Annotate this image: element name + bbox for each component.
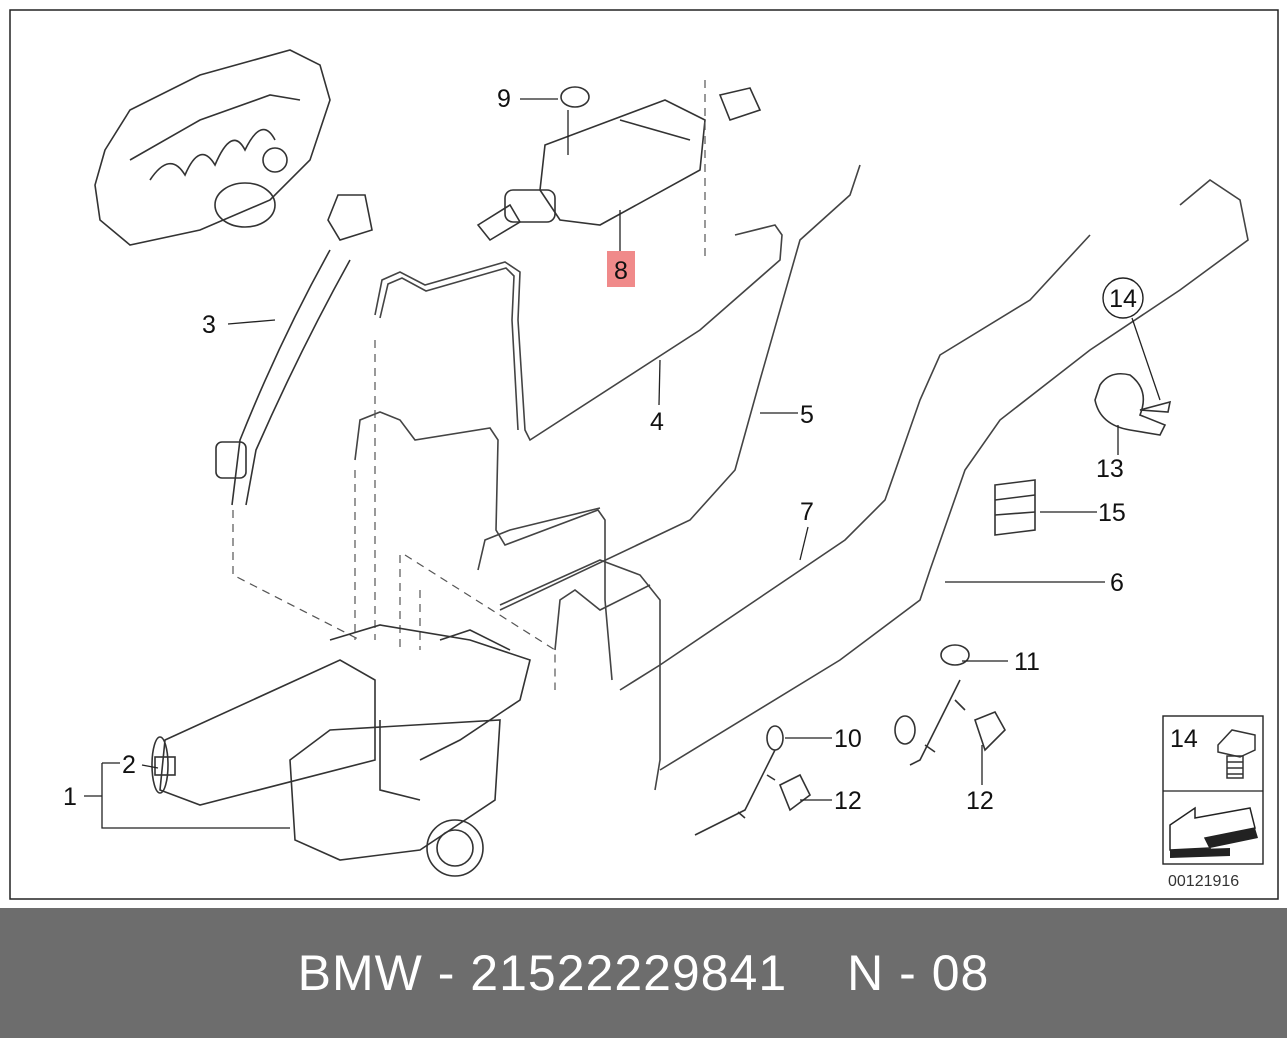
parts-diagram: 9 8 3 4 5 7 6 15 13 14 11 10 12 12 2 1 1…: [9, 9, 1279, 900]
highlighted-part-marker: [607, 251, 635, 287]
callout-14: 14: [1109, 285, 1137, 313]
callout-15: 15: [1098, 499, 1126, 527]
diagram-drawing: 9 8 3 4 5 7 6 15 13 14 11 10 12 12 2 1 1…: [9, 9, 1279, 900]
pipe-clip-drawing: [1094, 372, 1172, 436]
callout-8: 8: [614, 257, 628, 285]
callout-labels: 9 8 3 4 5 7 6 15 13 14 11 10 12 12 2 1: [63, 85, 1144, 815]
line-holder-drawing: [994, 479, 1036, 536]
callout-2: 2: [122, 751, 136, 779]
inset-box: 14 00121916: [1162, 715, 1264, 890]
hydraulic-unit-drawing: [151, 624, 531, 877]
callout-11: 11: [1014, 648, 1040, 676]
leader-lines-dashed: [232, 80, 706, 690]
brake-lines-drawing: [354, 164, 1249, 791]
callout-14-circle: [1102, 277, 1144, 319]
callout-4: 4: [650, 408, 664, 436]
callout-6: 6: [1110, 569, 1124, 597]
callout-3: 3: [202, 311, 216, 339]
hose-drawing: [215, 194, 373, 506]
arrow-icon: [1169, 806, 1258, 858]
callout-9: 9: [497, 85, 511, 113]
footer-position: N - 08: [847, 945, 990, 1001]
callout-12-right: 12: [966, 787, 994, 815]
clutch-slave-cylinder-drawing: [476, 86, 762, 242]
callout-5: 5: [800, 401, 814, 429]
callout-7: 7: [800, 498, 814, 526]
callout-10: 10: [834, 725, 862, 753]
engine-cover-drawing: [94, 49, 331, 246]
callout-13: 13: [1096, 455, 1124, 483]
callout-1: 1: [63, 783, 77, 811]
brackets-drawing: [694, 644, 1006, 836]
image-code: 00121916: [1168, 873, 1239, 890]
diagram-border: [9, 9, 1279, 900]
footer-bar: BMW - 21522229841 N - 08: [0, 908, 1287, 1038]
inset-part-number: 14: [1170, 725, 1198, 753]
footer-caption: BMW - 21522229841 N - 08: [0, 908, 1287, 1038]
callout-12-left: 12: [834, 787, 862, 815]
footer-part-number: BMW - 21522229841: [297, 945, 788, 1001]
callout-leaders: [84, 98, 1161, 829]
bolt-icon: [1217, 729, 1256, 779]
